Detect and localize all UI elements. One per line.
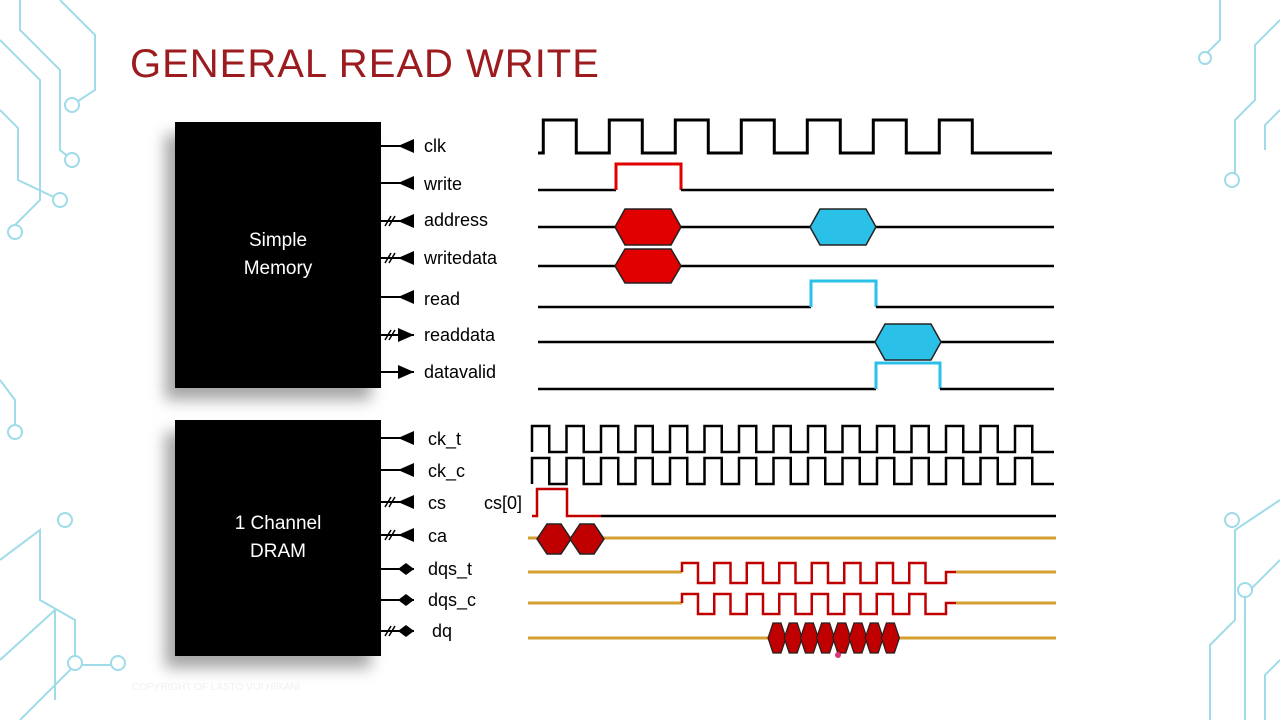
- slide-title: GENERAL READ WRITE: [130, 42, 600, 86]
- wave-cs-pulse: [532, 487, 601, 518]
- simple-memory-label: Simple Memory: [244, 227, 313, 283]
- bus-slash-a-dq: [384, 625, 392, 637]
- dq-burst-beat-4: [815, 622, 836, 654]
- bus-slash-a-readdata: [384, 329, 392, 341]
- wave-write-pulse: [614, 162, 683, 190]
- wave-ck-t: [530, 424, 1054, 454]
- port-arrow-ck-c: [398, 463, 414, 477]
- signal-label-write: write: [424, 174, 463, 194]
- wave-datavalid-pulse: [874, 361, 942, 389]
- port-arrow-ca: [398, 528, 414, 542]
- port-arrow-in-dqs-t: [398, 563, 406, 575]
- bus-slash-b-readdata: [388, 329, 396, 341]
- port-arrow-readdata: [398, 328, 414, 342]
- dram-label-line1: 1 Channel: [234, 513, 322, 534]
- address-write-packet: [614, 208, 682, 246]
- port-arrow-datavalid: [398, 365, 414, 379]
- signal-label-dq: dq: [432, 621, 453, 641]
- ca-packet-1: [536, 523, 572, 555]
- writedata-packet: [614, 248, 682, 284]
- dq-burst-beat-2: [783, 622, 803, 654]
- port-arrow-out-dqs-t: [406, 563, 414, 575]
- bus-slash-b-ca: [388, 529, 396, 541]
- bus-slash-a-address: [384, 215, 392, 227]
- signal-label-clk: clk: [424, 136, 446, 156]
- dram-label-line2: DRAM: [250, 541, 306, 562]
- signal-label-ck-c: ck_c: [428, 461, 466, 481]
- dq-burst-beat-8: [880, 622, 901, 654]
- signal-label-dqs-c: dqs_c: [428, 590, 477, 610]
- readdata-packet: [874, 323, 942, 361]
- port-arrow-read: [398, 290, 414, 304]
- signal-label-readdata: readdata: [424, 325, 496, 345]
- simple-memory-label-line2: Memory: [243, 258, 313, 279]
- ca-packet-2: [569, 523, 605, 555]
- signal-label-ca: ca: [428, 526, 448, 546]
- port-arrow-out-dq: [406, 625, 414, 637]
- port-arrow-in-dq: [398, 625, 406, 637]
- address-read-packet: [809, 208, 877, 246]
- port-arrow-out-dqs-c: [406, 594, 414, 606]
- bus-slash-b-dq: [388, 625, 396, 637]
- bus-slash-a-ca: [384, 529, 392, 541]
- bus-slash-b-cs: [388, 496, 396, 508]
- port-arrow-in-dqs-c: [398, 594, 406, 606]
- wave-read-pulse: [809, 279, 878, 307]
- signal-label-cs: cs: [428, 493, 446, 513]
- wave-dqs-c-toggle: [680, 592, 956, 616]
- wave-ck-c: [530, 456, 1054, 486]
- signal-label-ck-t: ck_t: [428, 429, 462, 449]
- signal-label-address: address: [424, 210, 489, 230]
- dq-burst-beat-5: [832, 622, 852, 654]
- dq-burst-beat-1: [767, 622, 787, 654]
- signal-label-read: read: [424, 289, 461, 309]
- dq-burst-beat-7: [864, 622, 884, 654]
- wave-dqs-t-toggle: [680, 561, 956, 585]
- signal-label-datavalid: datavalid: [424, 362, 497, 382]
- port-arrows: [381, 139, 414, 637]
- bus-slash-a-cs: [384, 496, 392, 508]
- bus-slash-a-writedata: [384, 252, 392, 264]
- bus-slash-b-writedata: [388, 252, 396, 264]
- bus-slash-b-address: [388, 215, 396, 227]
- simple-memory-label-line1: Simple: [248, 230, 308, 251]
- dram-label: 1 Channel DRAM: [235, 510, 322, 566]
- wave-clk: [538, 118, 1052, 155]
- port-arrow-writedata: [398, 251, 414, 265]
- port-arrow-clk: [398, 139, 414, 153]
- watermark-text: COPYRIGHT OF LASTO VIJI HIRANI: [132, 682, 300, 693]
- dram-block: 1 Channel DRAM: [175, 420, 381, 656]
- cursor-dot: [835, 652, 841, 658]
- signal-label-writedata: writedata: [424, 248, 498, 268]
- signal-label-dqs-t: dqs_t: [428, 559, 473, 579]
- port-arrow-write: [398, 176, 414, 190]
- cs-index-annotation: cs[0]: [484, 493, 523, 513]
- port-arrow-cs: [398, 495, 414, 509]
- waveforms: [528, 118, 1056, 658]
- dq-burst-beat-6: [848, 622, 868, 654]
- dq-burst-beat-3: [799, 622, 820, 654]
- simple-memory-block: Simple Memory: [175, 122, 381, 388]
- port-arrow-address: [398, 214, 414, 228]
- port-arrow-ck-t: [398, 431, 414, 445]
